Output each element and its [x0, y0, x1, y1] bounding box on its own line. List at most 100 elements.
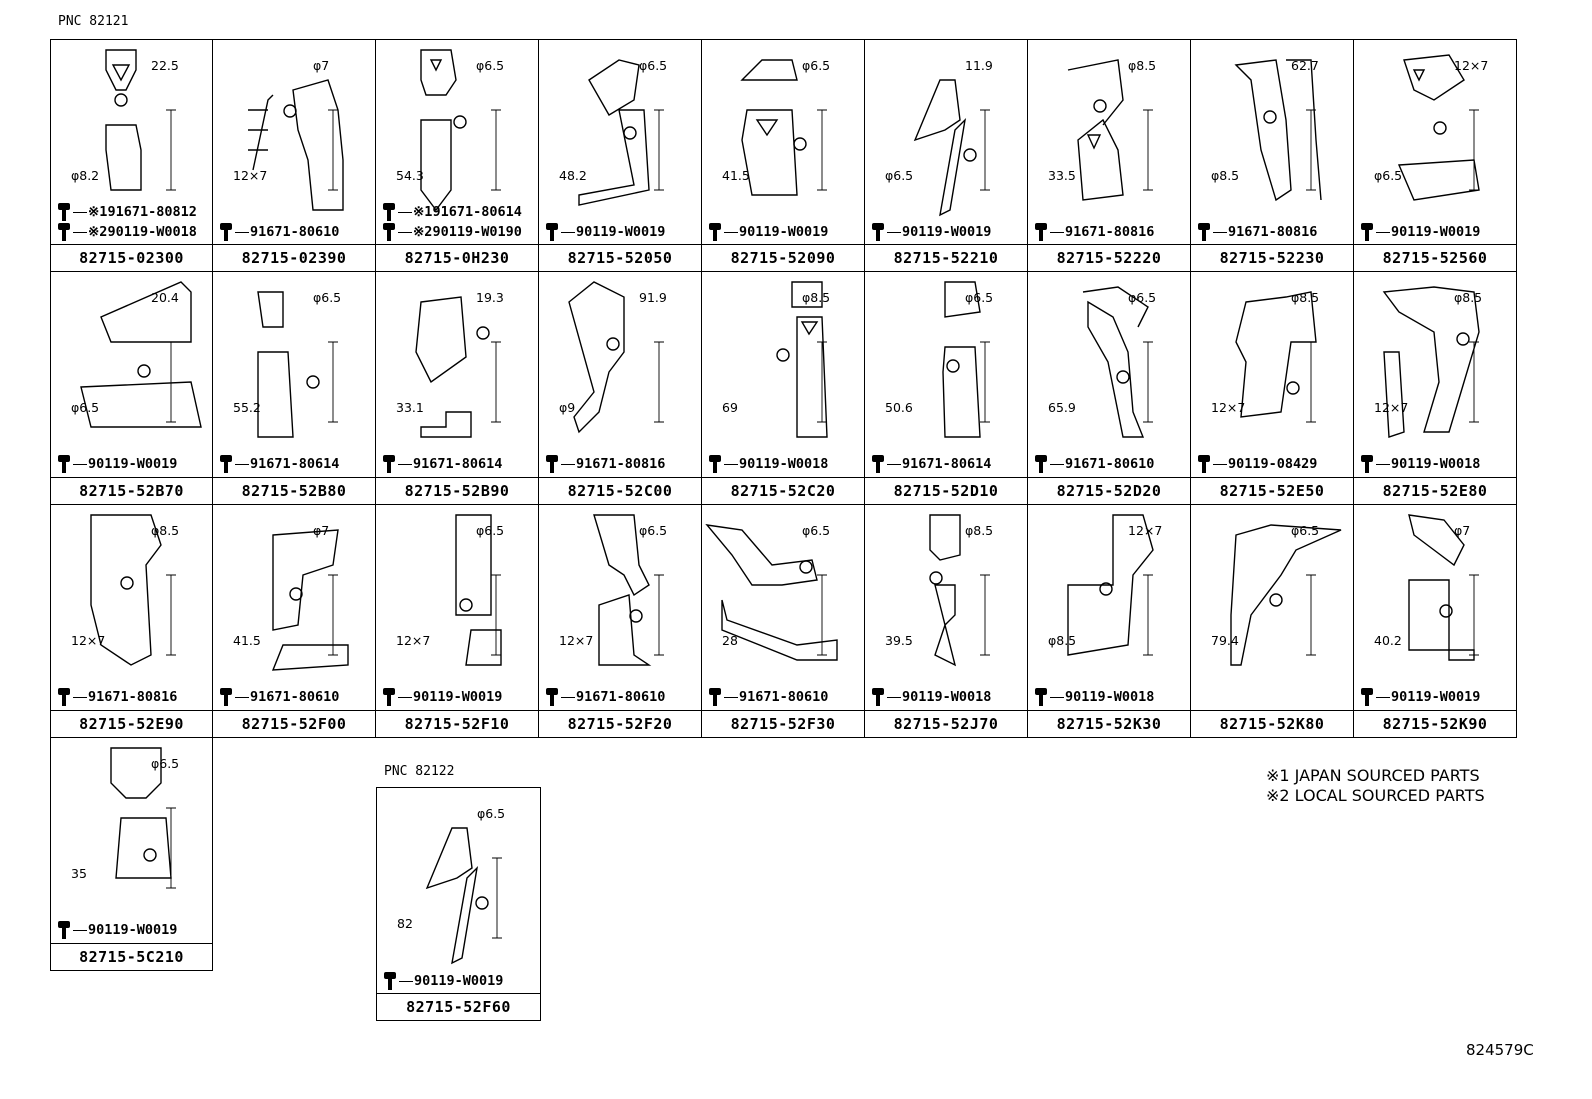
dimension-label: 12×7: [396, 633, 430, 648]
bracket-outline: [929, 514, 961, 667]
note-japan-sourced: ※1 JAPAN SOURCED PARTS: [1266, 766, 1480, 785]
bolt-part-number: 90119-W0019: [871, 223, 991, 241]
dimension-label: φ6.5: [1374, 168, 1402, 183]
bracket-part-number: 82715-52D20: [1028, 477, 1190, 504]
mounting-hole: [1433, 121, 1447, 135]
bolt-icon: [1034, 688, 1048, 706]
mounting-hole: [1116, 370, 1130, 384]
dimension-line: [491, 341, 501, 423]
bolt-number-text: 90119-08429: [1228, 456, 1318, 472]
bracket-outline: [740, 59, 798, 196]
bolt-icon: [871, 688, 885, 706]
bolt-part-number: 90119-W0019: [383, 972, 503, 990]
mounting-hole: [776, 348, 790, 362]
dimension-line: [166, 341, 176, 423]
bolt-icon: [1034, 223, 1048, 241]
bolt-part-number: 91671-80614: [219, 455, 339, 473]
bolt-part-number: 91671-80816: [1034, 223, 1154, 241]
mounting-hole: [114, 93, 128, 107]
dimension-line: [328, 341, 338, 423]
bracket-drawing: φ8.539.5: [885, 514, 993, 667]
dimension-label: φ6.5: [476, 523, 504, 538]
bolt-icon: [219, 223, 233, 241]
dimension-label: φ8.2: [71, 168, 99, 183]
mounting-hole: [946, 359, 960, 373]
dimension-line: [1306, 341, 1316, 423]
bolt-icon: [708, 223, 722, 241]
dimension-label: 12×7: [1211, 400, 1245, 415]
bolt-number-text: 91671-80610: [739, 689, 829, 705]
mounting-hole: [793, 137, 807, 151]
bracket-part-number: 82715-52J70: [865, 710, 1027, 737]
bracket-outline: [568, 281, 625, 434]
bolt-icon: [57, 455, 71, 473]
bracket-outline: [455, 514, 502, 666]
bracket-part-number: 82715-52D10: [865, 477, 1027, 504]
bolt-part-number: 90119-W0019: [545, 223, 665, 241]
bolt-icon: [382, 455, 396, 473]
bolt-icon: [708, 455, 722, 473]
bolt-number-text: 91671-80610: [250, 689, 340, 705]
dimension-label: 69: [722, 400, 738, 415]
bracket-drawing: φ6.535: [71, 747, 179, 889]
dimension-line: [491, 109, 501, 191]
dimension-label: 91.9: [639, 290, 667, 305]
bolt-number-text: 90119-W0018: [1391, 456, 1481, 472]
bracket-drawing: φ6.554.3: [396, 49, 504, 212]
dimension-label: φ6.5: [477, 806, 505, 821]
bracket-outline: [1067, 59, 1124, 201]
dimension-label: 40.2: [1374, 633, 1402, 648]
bolt-part-number: ※191671-80812: [57, 203, 197, 221]
bracket-part-number: 82715-0H230: [376, 244, 538, 271]
dimension-label: φ7: [313, 58, 329, 73]
dimension-label: φ6.5: [1128, 290, 1156, 305]
bolt-number-text: 91671-80816: [1065, 224, 1155, 240]
bracket-outline: [415, 296, 472, 438]
mounting-hole: [459, 598, 473, 612]
mounting-hole: [143, 848, 157, 862]
bracket-part-number: 82715-52210: [865, 244, 1027, 271]
dimension-label: 41.5: [233, 633, 261, 648]
bracket-part-number: 82715-5C210: [51, 943, 212, 970]
bolt-part-number: ※191671-80614: [382, 203, 522, 221]
dimension-label: 12×7: [71, 633, 105, 648]
bolt-part-number: 90119-W0019: [708, 223, 828, 241]
bolt-part-number: 91671-80610: [1034, 455, 1154, 473]
dimension-line: [166, 109, 176, 191]
bolt-icon: [1034, 455, 1048, 473]
dimension-line: [166, 807, 176, 889]
bracket-outline: [578, 59, 650, 206]
bolt-part-number: 90119-08429: [1197, 455, 1317, 473]
bracket-drawing: φ8.512×7: [1374, 286, 1482, 438]
dimension-label: φ8.5: [151, 523, 179, 538]
dimension-label: φ8.5: [1048, 633, 1076, 648]
bracket-outline: [425, 827, 479, 965]
bracket-outline: [1382, 286, 1480, 438]
bolt-number-text: 90119-W0019: [1391, 224, 1481, 240]
bracket-outline: [1408, 514, 1475, 661]
dimension-label: φ9: [559, 400, 575, 415]
mounting-hole: [476, 326, 490, 340]
bolt-number-text: 90119-W0019: [1391, 689, 1481, 705]
bolt-number-text: 91671-80816: [1228, 224, 1318, 240]
bolt-icon: [1360, 223, 1374, 241]
dimension-label: 20.4: [151, 290, 179, 305]
bolt-number-text: 91671-80614: [413, 456, 503, 472]
bracket-outline: [80, 281, 202, 428]
bolt-part-number: 90119-W0019: [382, 688, 502, 706]
bracket-outline: [705, 524, 838, 661]
bolt-part-number: 90119-W0018: [1360, 455, 1480, 473]
bracket-part-number: 82715-52050: [539, 244, 701, 271]
bracket-part-number: 82715-52220: [1028, 244, 1190, 271]
bolt-number-text: 91671-80610: [576, 689, 666, 705]
